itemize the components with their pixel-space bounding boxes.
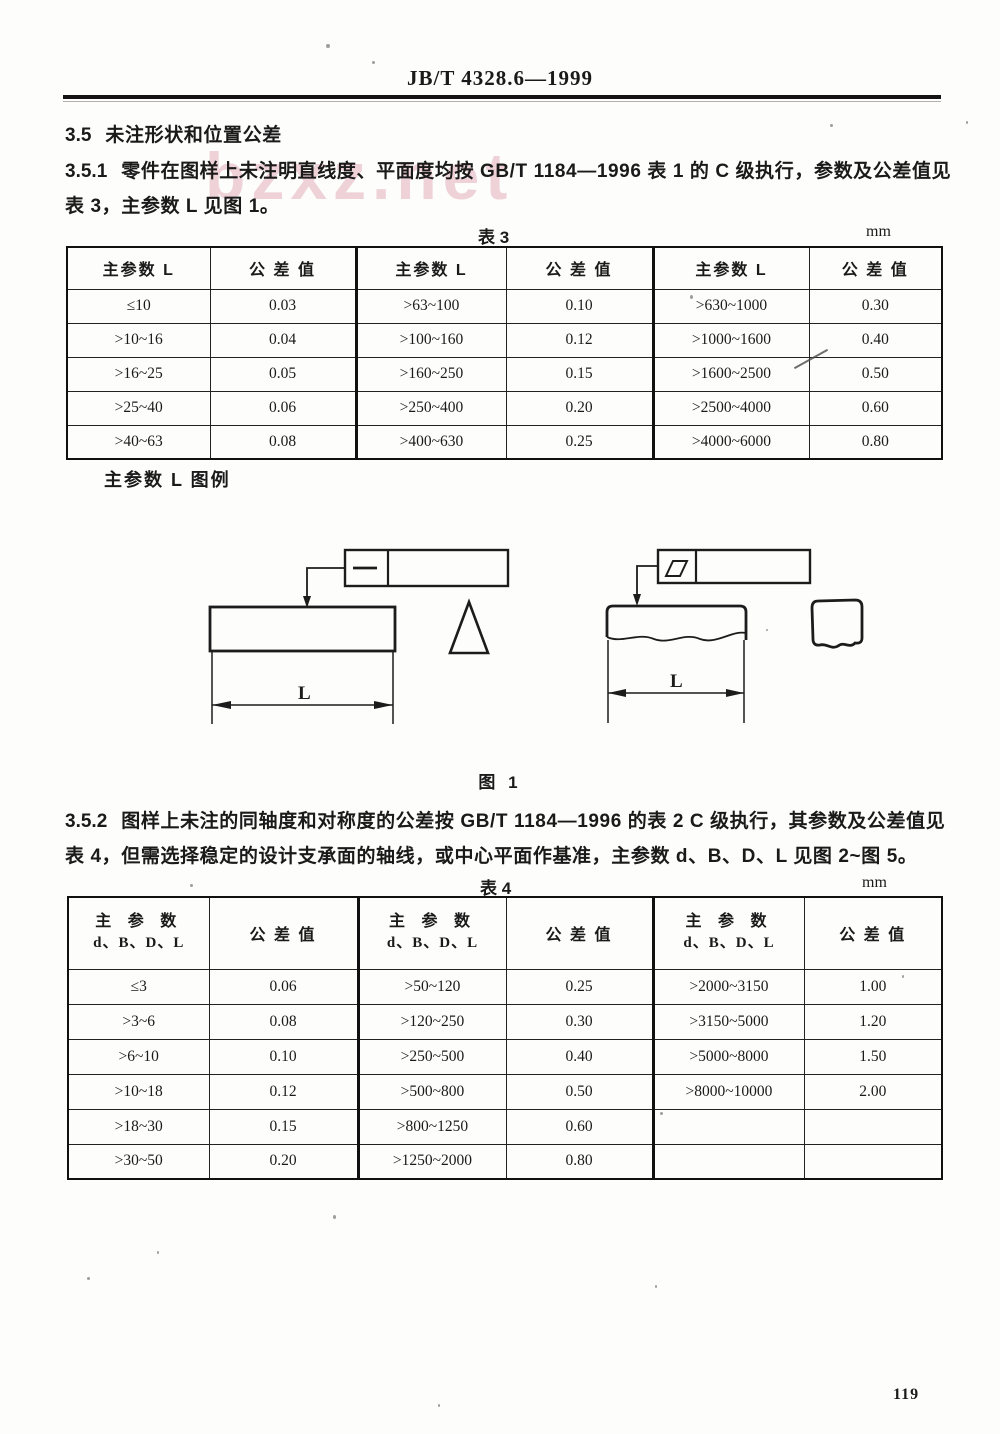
figure1-caption: 图 1 [478,773,522,792]
leader-arrowhead [303,596,311,608]
leader-arrowhead [633,594,641,606]
table4-tol-header: 公 差 值 [803,896,943,970]
scan-speck [830,124,833,127]
triangle-part [448,598,490,655]
para-3-5-1-line2: 表 3，主参数 L 见图 1。 [65,196,280,217]
table3-col-header: 公 差 值 [505,246,654,290]
document-header-title: JB/T 4328.6—1999 [407,66,593,90]
table3-unit: mm [866,223,891,240]
scan-speck [326,44,330,48]
table3-caption: 表 3 [478,228,510,247]
dimension-left [211,651,394,724]
leader-line-left [303,567,345,608]
scan-speck [157,1251,159,1254]
section-3-5-heading: 3.5 未注形状和位置公差 [65,120,282,147]
dim-arrowhead [608,689,626,697]
table4: 主 参 数 d、B、D、L 公 差 值 主 参 数 d、B、D、L 公 差 值 … [67,896,943,1180]
header-rule-echo [63,101,941,102]
dim-label-L-right: L [670,671,683,692]
part-outline-right [605,604,748,642]
dim-arrowhead [212,701,231,709]
small-part-outline [810,598,864,649]
scan-speck [660,1112,663,1115]
table4-header-row: 主 参 数 d、B、D、L 公 差 值 主 参 数 d、B、D、L 公 差 值 … [67,896,943,970]
para-3-5-2-number: 3.5.2 [65,811,108,832]
table4-param-header: 主 参 数 d、B、D、L [651,896,805,970]
page-number: 119 [893,1386,920,1403]
table4-tol-header: 公 差 值 [208,896,359,970]
section-number: 3.5 [65,125,92,146]
para-3-5-2-line2: 表 4，但需选择稳定的设计支承面的轴线，或中心平面作基准，主参数 d、B、D、L… [65,846,918,867]
table3-col-header: 主参数 L [354,246,507,290]
scan-speck [966,121,968,124]
dim-arrowhead [726,689,744,697]
dim-label-L-left: L [298,683,311,704]
scan-speck [372,61,375,64]
straightness-tolerance-frame [343,548,510,588]
watermark: bzxz.net [205,139,514,213]
section-title: 未注形状和位置公差 [105,125,282,146]
para-3-5-1-number: 3.5.1 [65,161,108,182]
legend-label: 主参数 L 图例 [104,470,231,490]
scan-speck [655,1285,657,1288]
table3-col-header: 主参数 L [66,246,211,290]
scan-speck [438,1404,440,1407]
scan-speck [902,975,904,978]
table4-tol-header: 公 差 值 [505,896,654,970]
flatness-symbol [664,560,689,577]
scan-speck [766,629,768,631]
leader-line-right [633,565,658,606]
flatness-tolerance-frame [656,548,812,585]
table4-param-header: 主 参 数 d、B、D、L [356,896,507,970]
part-outline-left [208,605,397,653]
dim-arrowhead [374,701,393,709]
table4-caption: 表 4 [480,879,512,898]
table3-col-header: 公 差 值 [808,246,943,290]
figure1-drawing: L L [208,548,864,724]
table4-unit: mm [862,874,887,891]
table3-header-row: 主参数 L 公 差 值 主参数 L 公 差 值 主参数 L 公 差 值 [66,246,943,290]
table3-col-header: 公 差 值 [209,246,357,290]
scan-speck [87,1277,90,1280]
header-rule [63,95,941,99]
table4-param-header: 主 参 数 d、B、D、L [67,896,210,970]
scan-speck [190,884,193,887]
dimension-right [607,640,745,723]
scan-speck [333,1215,336,1219]
table3-col-header: 主参数 L [651,246,810,290]
scan-speck [690,295,693,299]
